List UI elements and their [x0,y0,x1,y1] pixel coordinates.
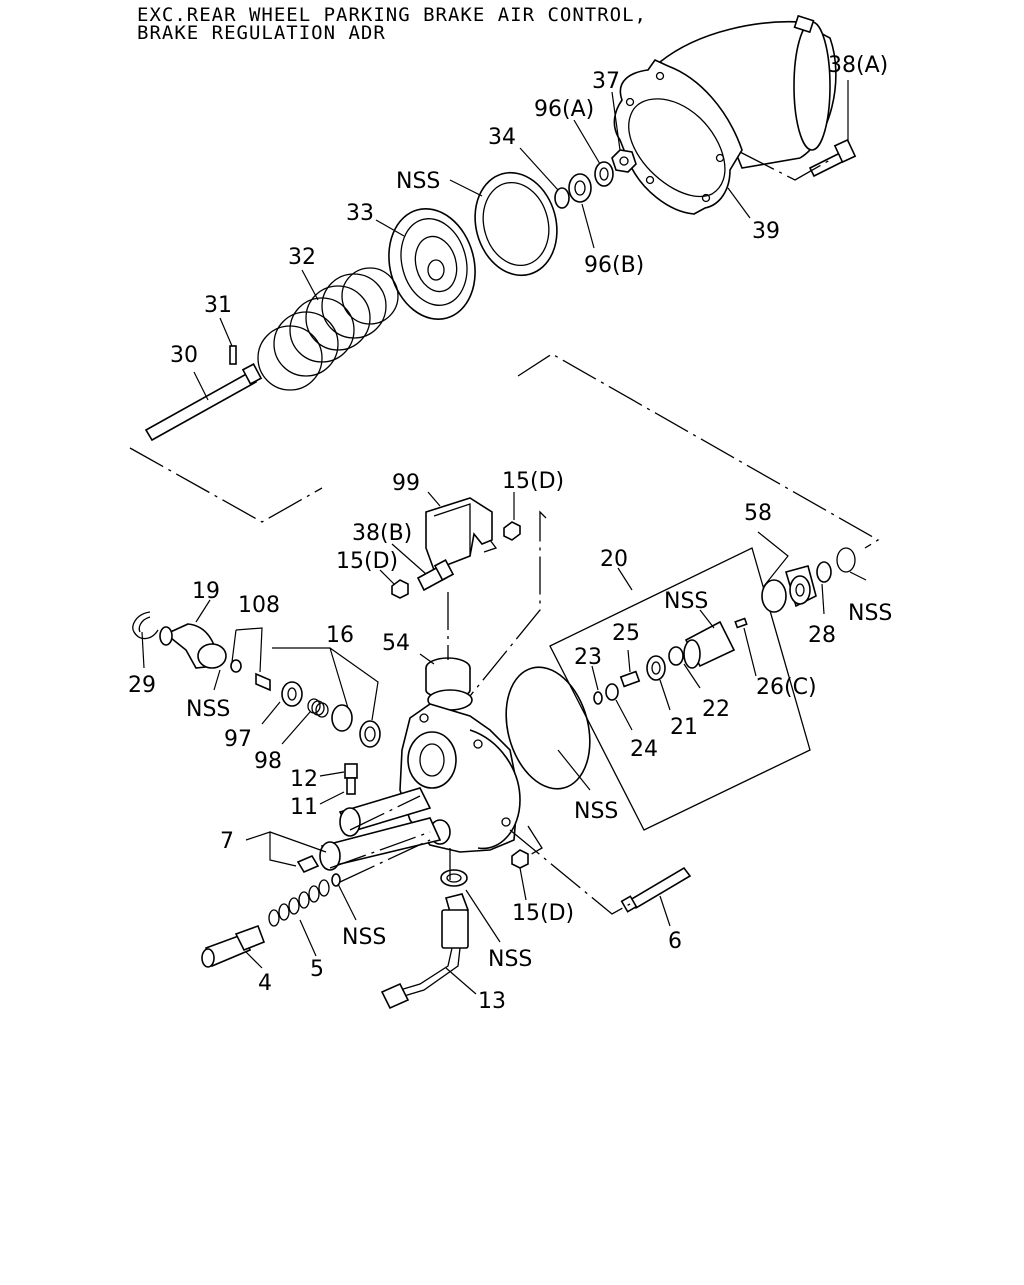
callout-nss-5: NSS [342,925,386,950]
callout-38b: 38(B) [352,521,412,546]
callout-16: 16 [326,623,354,648]
leader-lines [141,80,867,995]
callout-7: 7 [220,829,234,854]
assembly-lines-top [129,151,880,549]
callout-29: 29 [128,673,156,698]
part-54-cap [425,657,473,711]
callout-23: 23 [574,645,602,670]
part-nss-washer [440,869,468,887]
callout-5: 5 [310,957,324,982]
callout-54: 54 [382,631,410,656]
callout-nss-13: NSS [488,947,532,972]
part-98-spring [307,698,329,718]
part-12-bleeder [344,763,358,795]
part-34-o-ring [554,187,570,209]
callout-24: 24 [630,737,658,762]
callout-13: 13 [478,989,506,1014]
part-33-piston-plate [388,208,476,320]
callout-25: 25 [612,621,640,646]
part-15d-nut-upper [503,521,521,541]
part-4-adjuster [201,924,266,968]
part-38a-bolt [808,138,857,178]
callout-31: 31 [204,293,232,318]
part-19-elbow [159,623,227,669]
callout-38a: 38(A) [828,53,888,78]
callout-28: 28 [808,623,836,648]
callout-32: 32 [288,245,316,270]
part-37-nut [611,149,637,173]
callout-22: 22 [702,697,730,722]
callout-39: 39 [752,219,780,244]
part-23-small-ring [593,691,603,705]
callout-98: 98 [254,749,282,774]
part-97-washer [281,681,303,707]
part-nss-snap-ring [836,547,856,573]
part-21-seal [646,655,666,681]
callout-108: 108 [238,593,280,618]
part-nss-valve-insert [683,620,736,669]
part-15d-nut-lower [511,849,529,869]
part-13-sensor [380,893,470,1010]
callout-30: 30 [170,343,198,368]
callout-33: 33 [346,201,374,226]
part-96b-seal [568,173,592,203]
part-99-bracket [425,497,498,572]
diagram-title-line-1: EXC.REAR WHEEL PARKING BRAKE AIR CONTROL… [137,4,647,26]
part-58-valve-cap [761,565,817,613]
callout-96b: 96(B) [584,253,644,278]
part-20-group-outline [549,547,811,831]
part-16-o-rings [331,704,381,748]
callout-99: 99 [392,471,420,496]
callout-21: 21 [670,715,698,740]
part-15d-nut-left [391,579,409,599]
callout-58: 58 [744,501,772,526]
callout-37: 37 [592,69,620,94]
callout-34: 34 [488,125,516,150]
part-28-o-ring [816,561,832,583]
callout-15d-lower: 15(D) [512,901,574,926]
part-nss-seal-ring [474,171,558,277]
callout-nss-valve-insert: NSS [664,589,708,614]
part-24-washer [605,683,619,701]
callout-4: 4 [258,971,272,996]
callout-nss-19: NSS [186,697,230,722]
callout-nss-gasket: NSS [574,799,618,824]
part-32-spring [257,267,399,391]
callout-6: 6 [668,929,682,954]
part-108-valve-parts [230,659,271,692]
callout-97: 97 [224,727,252,752]
callout-nss-snap-ring: NSS [848,601,892,626]
diagram-title-line-2: BRAKE REGULATION ADR [137,22,386,44]
part-5-spring [268,873,341,927]
part-26c-pin [734,617,748,629]
callout-11: 11 [290,795,318,820]
part-96a-washer [594,161,614,187]
part-22-o-ring [668,646,684,666]
part-38b-screw [416,559,455,592]
part-29-snap-ring [132,611,159,640]
part-39-brake-chamber-housing [613,14,837,215]
assembly-lines-middle [329,510,631,915]
part-31-pin [229,345,237,365]
part-25-pin [619,670,641,688]
part-30-rod [144,363,263,442]
callout-labels: 38(A) 37 96(A) 34 NSS 33 96(B) 39 32 31 … [128,53,892,1014]
callout-26c: 26(C) [756,675,817,700]
callout-15d-left: 15(D) [336,549,398,574]
callout-15d-upper: 15(D) [502,469,564,494]
callout-96a: 96(A) [534,97,594,122]
part-11-fitting [319,787,442,871]
callout-19: 19 [192,579,220,604]
part-7-plug [296,854,320,874]
callout-nss-seal-ring: NSS [396,169,440,194]
callout-20: 20 [600,547,628,572]
callout-12: 12 [290,767,318,792]
part-6-rod [620,866,692,913]
